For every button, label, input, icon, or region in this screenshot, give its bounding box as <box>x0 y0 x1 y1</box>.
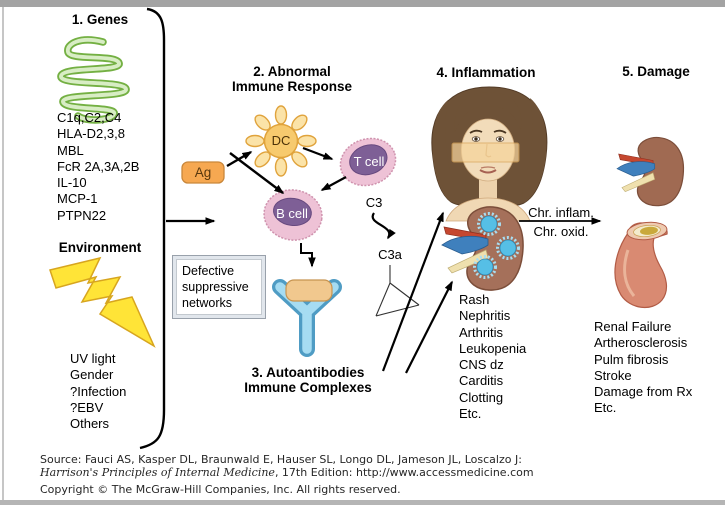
arrow-bcell-to-antibody <box>300 243 316 268</box>
defective-line: networks <box>182 296 233 310</box>
stage2-title-line1: 2. Abnormal <box>253 64 331 79</box>
inflamed-kidney-illustration <box>441 206 524 291</box>
damage-list: Renal Failure Artherosclerosis Pulm fibr… <box>594 319 692 417</box>
malar-rash-highlight <box>451 142 520 163</box>
damage-item: Damage from Rx <box>594 384 693 400</box>
gene-item: HLA-D2,3,8 <box>57 126 125 142</box>
symptom-item: Nephritis <box>459 308 511 324</box>
environment-item: Gender <box>70 367 114 383</box>
environment-item: UV light <box>70 351 116 366</box>
chronic-oxidation-label: Chr. oxid. <box>533 224 589 239</box>
c3a-label: C3a <box>378 247 402 262</box>
environment-item: Others <box>70 416 110 432</box>
arrow-complexes-to-face <box>381 211 445 372</box>
stage3-title-line2: Immune Complexes <box>244 380 372 395</box>
gene-item: PTPN22 <box>57 207 107 223</box>
gene-item: C1q,C2,C4 <box>57 110 122 125</box>
gene-item: MCP-1 <box>57 191 98 207</box>
damage-item: Stroke <box>594 367 632 383</box>
t-cell-icon <box>339 137 397 187</box>
genes-environment-bracket <box>139 7 166 450</box>
dna-coil-icon <box>57 36 130 124</box>
defective-line: suppressive <box>182 280 249 294</box>
source-line1: Source: Fauci AS, Kasper DL, Braunwald E… <box>40 453 522 466</box>
environment-item: ?EBV <box>70 399 104 415</box>
environment-item: ?Infection <box>70 383 127 399</box>
defective-networks-text: Defective suppressive networks <box>176 259 262 315</box>
damage-item: Etc. <box>594 400 617 416</box>
arrow-complexes-to-kidney <box>405 280 453 374</box>
bound-antigen-icon <box>285 279 333 302</box>
antigen-box <box>181 161 225 184</box>
lightning-icon <box>49 256 156 348</box>
left-border-line <box>2 7 4 500</box>
t-cell-label: T cell <box>353 154 385 169</box>
symptom-item: Clotting <box>459 389 504 405</box>
environment-list: UV light Gender ?Infection ?EBV Others <box>70 351 126 432</box>
gene-item: IL-10 <box>57 175 87 191</box>
symptom-list: Rash Nephritis Arthritis Leukopenia CNS … <box>459 292 526 422</box>
symptom-item: Rash <box>459 292 490 307</box>
damage-item: Renal Failure <box>594 319 672 334</box>
damage-item: Pulm fibrosis <box>594 351 669 367</box>
symptom-item: Etc. <box>459 406 482 422</box>
gene-item: MBL <box>57 142 84 158</box>
chronic-inflammation-label: Chr. inflam. <box>528 205 594 220</box>
dendritic-cell-label: DC <box>271 133 291 148</box>
stage3-title-line1: 3. Autoantibodies <box>251 365 365 380</box>
renal-vein-icon <box>441 235 489 255</box>
defective-networks-box: Defective suppressive networks <box>172 255 266 319</box>
stage1-title: 1. Genes <box>71 12 129 27</box>
immune-complex-deposits <box>473 212 520 279</box>
edition-url: , 17th Edition: http://www.accessmedicin… <box>274 466 534 479</box>
antigen-label: Ag <box>194 165 212 180</box>
stage5-title: 5. Damage <box>622 64 690 79</box>
symptom-item: Carditis <box>459 373 504 389</box>
arrow-ag-to-bcell <box>229 152 285 194</box>
stage3-title: 3. Autoantibodies Immune Complexes <box>228 365 388 395</box>
book-title: Harrison's Principles of Internal Medici… <box>40 466 275 479</box>
ureter-icon <box>447 249 489 274</box>
b-cell-icon <box>263 189 323 241</box>
c3-label: C3 <box>365 195 383 210</box>
b-cell-label: B cell <box>276 206 308 221</box>
symptom-item: Arthritis <box>459 324 504 340</box>
stage2-title-line2: Immune Response <box>231 79 353 94</box>
gene-list: C1q,C2,C4 HLA-D2,3,8 MBL FcR 2A,3A,2B IL… <box>57 110 139 224</box>
symptom-item: Leukopenia <box>459 340 527 356</box>
damage-item: Artherosclerosis <box>594 335 688 351</box>
patient-face-illustration <box>431 86 548 222</box>
dendritic-cell-icon <box>245 105 317 177</box>
arrow-tcell-to-bcell <box>320 176 347 191</box>
arrow-dc-to-tcell <box>302 146 334 161</box>
gene-item: FcR 2A,3A,2B <box>57 158 140 174</box>
damaged-kidney-illustration <box>616 136 685 207</box>
stage2-title: 2. Abnormal Immune Response <box>212 64 372 94</box>
source-line2: Harrison's Principles of Internal Medici… <box>40 466 534 479</box>
plaque-icon <box>640 226 658 235</box>
symptom-item: CNS dz <box>459 357 504 373</box>
arrow-c3-to-c3a <box>371 212 396 240</box>
environment-title: Environment <box>58 240 142 255</box>
stage4-title: 4. Inflammation <box>436 65 536 80</box>
c3a-connector-lines <box>375 265 420 317</box>
defective-line: Defective <box>182 264 235 278</box>
top-border-bar <box>0 0 725 7</box>
atherosclerotic-vessel-illustration <box>614 221 668 308</box>
copyright-line: Copyright © The McGraw-Hill Companies, I… <box>40 483 401 496</box>
bottom-border-bar <box>0 500 725 505</box>
